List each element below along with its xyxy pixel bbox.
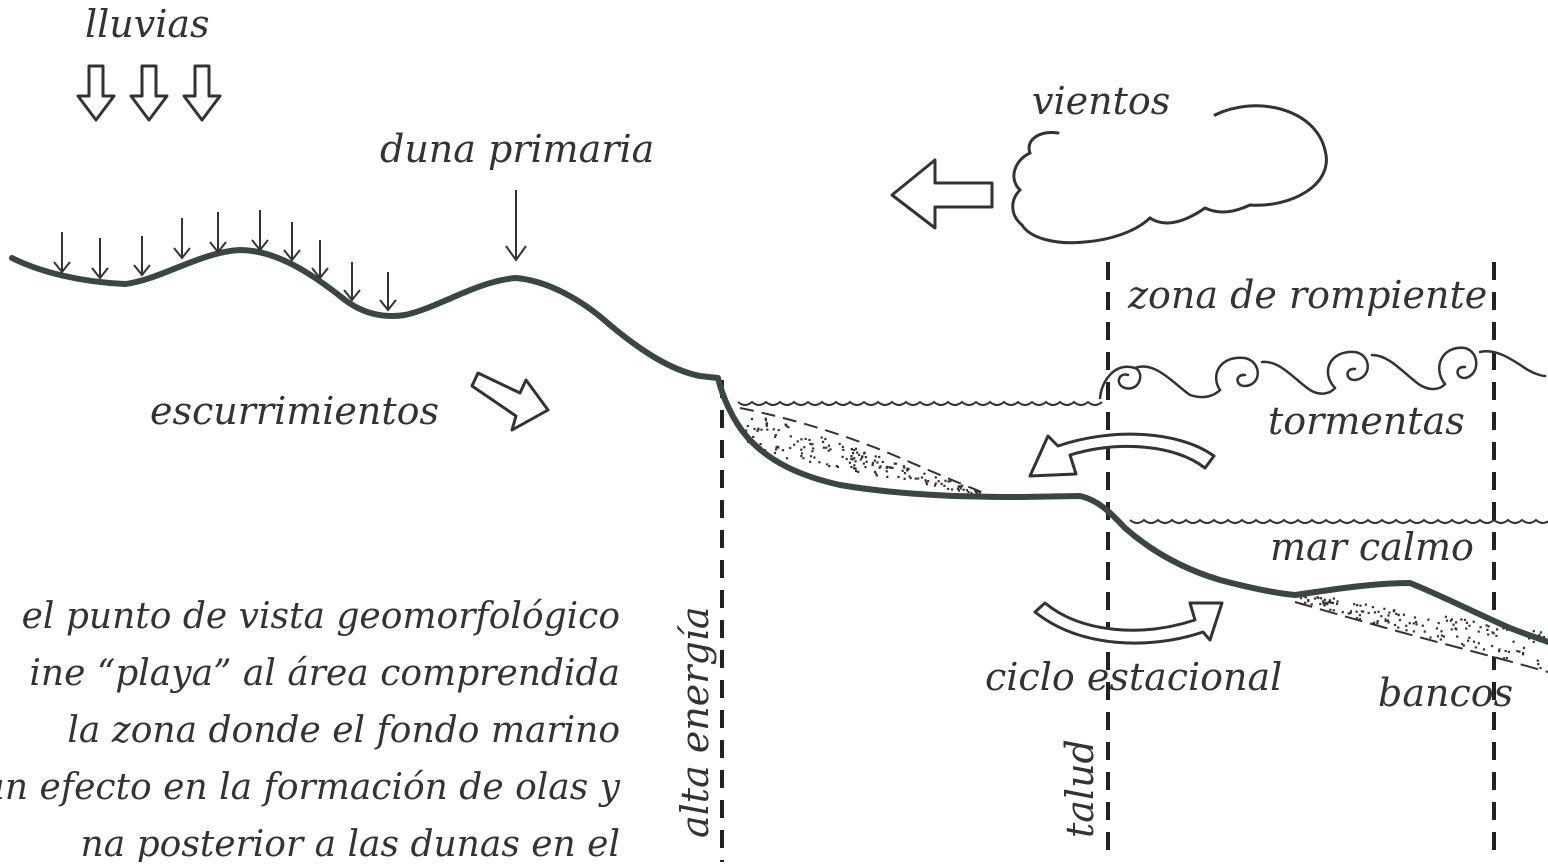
beach-profile-line	[9, 247, 1548, 645]
sand-deposit-upper	[730, 400, 1000, 498]
label-escurrimientos: escurrimientos	[150, 389, 439, 433]
label-tormentas: tormentas	[1268, 399, 1465, 443]
calm-water-line	[1129, 518, 1548, 524]
duna-primaria-pointer-icon	[505, 190, 527, 262]
body-line-3: la zona donde el fondo marino	[67, 710, 620, 751]
label-ciclo-estacional: ciclo estacional	[985, 655, 1282, 699]
body-line-2: ine “playa” al área comprendida	[29, 653, 620, 694]
runoff-arrow-icon	[470, 371, 550, 432]
body-line-4: un efecto en la formación de olas y	[0, 767, 621, 808]
storm-water-line	[737, 400, 1103, 406]
seasonal-cycle-arrow-icon	[1033, 601, 1224, 645]
label-duna-primaria: duna primaria	[380, 127, 654, 171]
wind-arrow-icon	[890, 158, 994, 230]
rain-arrows-icon	[76, 64, 222, 122]
storm-cycle-arrow-icon	[1028, 432, 1216, 478]
body-line-1: el punto de vista geomorfológico	[22, 596, 620, 637]
breaking-waves-icon	[1098, 346, 1547, 400]
label-mar-calmo: mar calmo	[1270, 525, 1474, 569]
body-paragraph: el punto de vista geomorfológico ine “pl…	[0, 596, 621, 865]
label-talud: talud	[1058, 739, 1102, 838]
label-alta-energia: alta energía	[673, 606, 717, 838]
label-vientos: vientos	[1032, 79, 1170, 123]
sand-deposit-lower	[1290, 583, 1548, 673]
body-line-5: na posterior a las dunas en el	[81, 824, 620, 862]
label-bancos: bancos	[1378, 671, 1513, 715]
zone-divider-lines	[720, 262, 1496, 862]
label-lluvias: lluvias	[85, 2, 210, 46]
label-zona-de-rompiente: zona de rompiente	[1127, 273, 1487, 317]
cloud-icon	[1011, 104, 1328, 245]
dune-rain-arrows	[53, 210, 397, 312]
